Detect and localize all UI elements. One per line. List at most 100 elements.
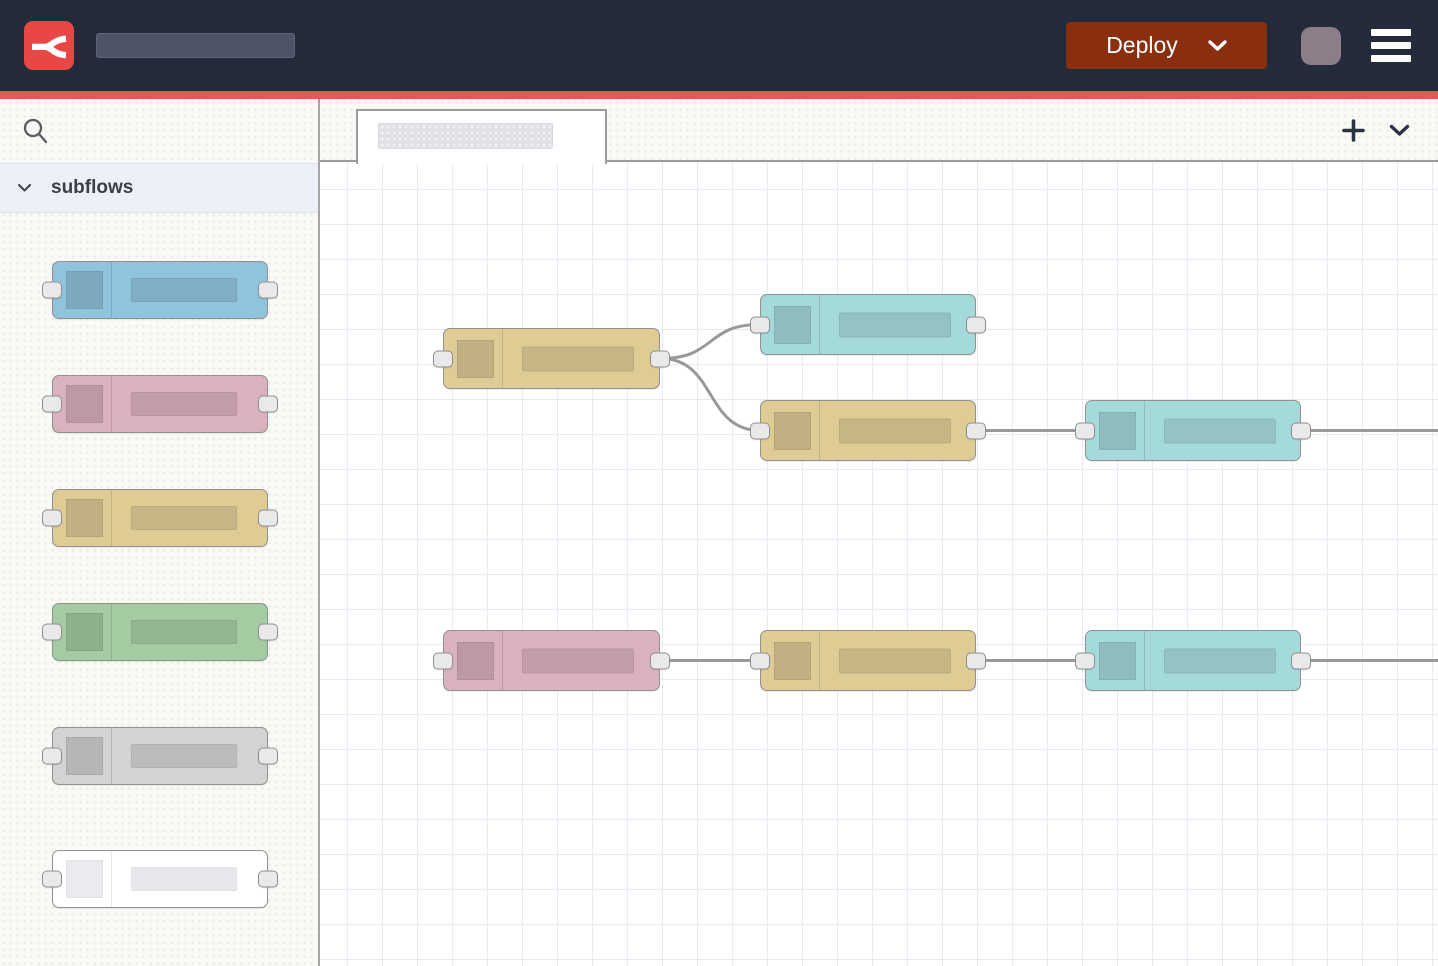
input-port: [42, 395, 62, 413]
node-label-placeholder: [1164, 648, 1276, 673]
node-label-placeholder: [839, 648, 951, 673]
chevron-down-icon: [17, 183, 32, 192]
logo-glyph: [32, 35, 67, 58]
node-separator: [111, 728, 112, 784]
wire[interactable]: [659, 323, 762, 360]
output-port[interactable]: [1291, 652, 1311, 669]
output-port: [258, 623, 278, 641]
header: Deploy: [0, 0, 1438, 91]
input-port[interactable]: [1075, 652, 1095, 669]
palette-node-green[interactable]: [42, 603, 278, 661]
output-port[interactable]: [650, 350, 670, 367]
tab-actions: [1342, 99, 1410, 162]
node-separator: [819, 631, 820, 690]
output-port: [258, 395, 278, 413]
input-port: [42, 623, 62, 641]
palette-node-blue[interactable]: [42, 261, 278, 319]
node-separator: [1144, 631, 1145, 690]
node-separator: [819, 295, 820, 354]
node-icon-placeholder: [1099, 411, 1136, 450]
node-label-placeholder: [839, 418, 951, 443]
deploy-button[interactable]: Deploy: [1066, 22, 1267, 69]
output-port[interactable]: [966, 422, 986, 439]
output-port: [258, 281, 278, 299]
node-separator: [1144, 401, 1145, 460]
node-icon-placeholder: [66, 613, 103, 651]
output-port[interactable]: [1291, 422, 1311, 439]
node-label-placeholder: [131, 392, 237, 416]
node-separator: [502, 329, 503, 388]
flow-node-pink-1[interactable]: [433, 630, 670, 691]
tab-list-button[interactable]: [1389, 124, 1410, 137]
chevron-down-icon: [1389, 124, 1410, 136]
node-separator: [111, 604, 112, 660]
workspace-title-placeholder: [96, 33, 295, 58]
node-icon-placeholder: [457, 339, 494, 378]
flow-tab[interactable]: [356, 109, 607, 164]
node-label-placeholder: [522, 648, 634, 673]
output-port: [258, 509, 278, 527]
flow-node-yellow-1[interactable]: [433, 328, 670, 389]
node-separator: [111, 376, 112, 432]
input-port[interactable]: [750, 422, 770, 439]
node-separator: [111, 262, 112, 318]
palette-node-white[interactable]: [42, 850, 278, 908]
flow-node-cyan-2[interactable]: [1075, 400, 1311, 461]
main-area: subflows: [0, 99, 1438, 966]
chevron-down-icon: [1208, 39, 1227, 51]
output-port[interactable]: [966, 652, 986, 669]
palette-node-gray[interactable]: [42, 727, 278, 785]
input-port[interactable]: [433, 350, 453, 367]
node-separator: [819, 401, 820, 460]
palette-node-pink[interactable]: [42, 375, 278, 433]
hamburger-bar: [1371, 42, 1411, 49]
flow-canvas[interactable]: [320, 162, 1438, 966]
input-port[interactable]: [750, 652, 770, 669]
input-port: [42, 870, 62, 888]
input-port: [42, 747, 62, 765]
node-label-placeholder: [839, 312, 951, 337]
input-port: [42, 509, 62, 527]
node-label-placeholder: [131, 867, 237, 891]
flow-node-yellow-2[interactable]: [750, 400, 986, 461]
flow-node-cyan-3[interactable]: [1075, 630, 1311, 691]
node-icon-placeholder: [66, 271, 103, 309]
output-port[interactable]: [966, 316, 986, 333]
palette-category-subflows[interactable]: subflows: [0, 163, 318, 213]
avatar-placeholder[interactable]: [1301, 26, 1341, 65]
category-label: subflows: [51, 177, 134, 198]
node-separator: [502, 631, 503, 690]
node-icon-placeholder: [66, 385, 103, 423]
node-icon-placeholder: [774, 641, 811, 680]
add-flow-button[interactable]: [1342, 119, 1365, 142]
node-icon-placeholder: [1099, 641, 1136, 680]
hamburger-bar: [1371, 55, 1411, 62]
workspace: [320, 99, 1438, 966]
input-port[interactable]: [750, 316, 770, 333]
flow-node-cyan-1[interactable]: [750, 294, 986, 355]
tab-label-placeholder: [378, 123, 553, 149]
accent-bar: [0, 91, 1438, 99]
node-label-placeholder: [131, 506, 237, 530]
node-icon-placeholder: [774, 411, 811, 450]
palette-node-yellow[interactable]: [42, 489, 278, 547]
flow-node-yellow-3[interactable]: [750, 630, 986, 691]
wire[interactable]: [659, 357, 762, 432]
node-separator: [111, 490, 112, 546]
node-label-placeholder: [131, 278, 237, 302]
input-port[interactable]: [433, 652, 453, 669]
node-icon-placeholder: [457, 641, 494, 680]
hamburger-menu-icon[interactable]: [1371, 29, 1411, 62]
node-icon-placeholder: [774, 305, 811, 344]
output-port: [258, 747, 278, 765]
node-label-placeholder: [131, 744, 237, 768]
node-label-placeholder: [522, 346, 634, 371]
palette-search[interactable]: [0, 99, 318, 163]
input-port[interactable]: [1075, 422, 1095, 439]
node-red-logo-icon: [24, 21, 74, 70]
node-label-placeholder: [1164, 418, 1276, 443]
output-port[interactable]: [650, 652, 670, 669]
node-icon-placeholder: [66, 499, 103, 537]
node-separator: [111, 851, 112, 907]
node-icon-placeholder: [66, 860, 103, 898]
